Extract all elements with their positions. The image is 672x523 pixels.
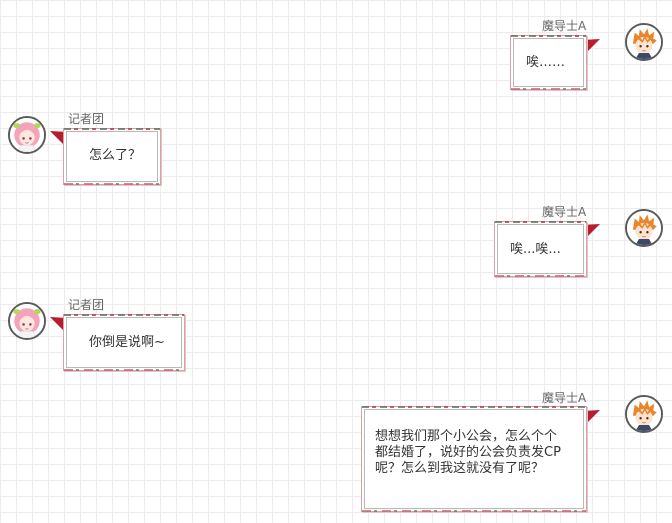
- message-bubble[interactable]: 你倒是说啊~: [64, 314, 184, 371]
- sender-name: 记者团: [68, 298, 105, 312]
- sender-name: 魔导士A: [542, 391, 587, 405]
- orange-hair-boy-avatar-icon[interactable]: [625, 209, 663, 247]
- bubble-tail: [50, 317, 68, 331]
- orange-hair-boy-avatar-icon[interactable]: [625, 23, 663, 61]
- pink-hair-girl-avatar-icon[interactable]: [8, 116, 46, 154]
- message-bubble[interactable]: 想想我们那个小公会，怎么个个都结婚了，说好的公会负责发CP呢？怎么到我这就没有了…: [362, 406, 586, 512]
- message-text: 怎么了？: [89, 148, 142, 163]
- message-text: 想想我们那个小公会，怎么个个都结婚了，说好的公会负责发CP呢？怎么到我这就没有了…: [375, 429, 561, 476]
- bubble-tail: [582, 224, 600, 238]
- message-text: 你倒是说啊~: [89, 335, 165, 350]
- message-bubble[interactable]: 唉……: [511, 35, 586, 90]
- sender-name: 记者团: [68, 112, 105, 126]
- message-text: 唉...唉...: [510, 242, 561, 257]
- message-bubble[interactable]: 唉...唉...: [495, 221, 586, 277]
- sender-name: 魔导士A: [542, 19, 587, 33]
- message-bubble[interactable]: 怎么了？: [64, 128, 160, 185]
- orange-hair-boy-avatar-icon[interactable]: [625, 395, 663, 433]
- bubble-tail: [50, 131, 68, 145]
- bubble-tail: [582, 39, 600, 53]
- pink-hair-girl-avatar-icon[interactable]: [8, 302, 46, 340]
- message-text: 唉……: [526, 55, 566, 70]
- sender-name: 魔导士A: [542, 205, 587, 219]
- bubble-tail: [582, 410, 600, 424]
